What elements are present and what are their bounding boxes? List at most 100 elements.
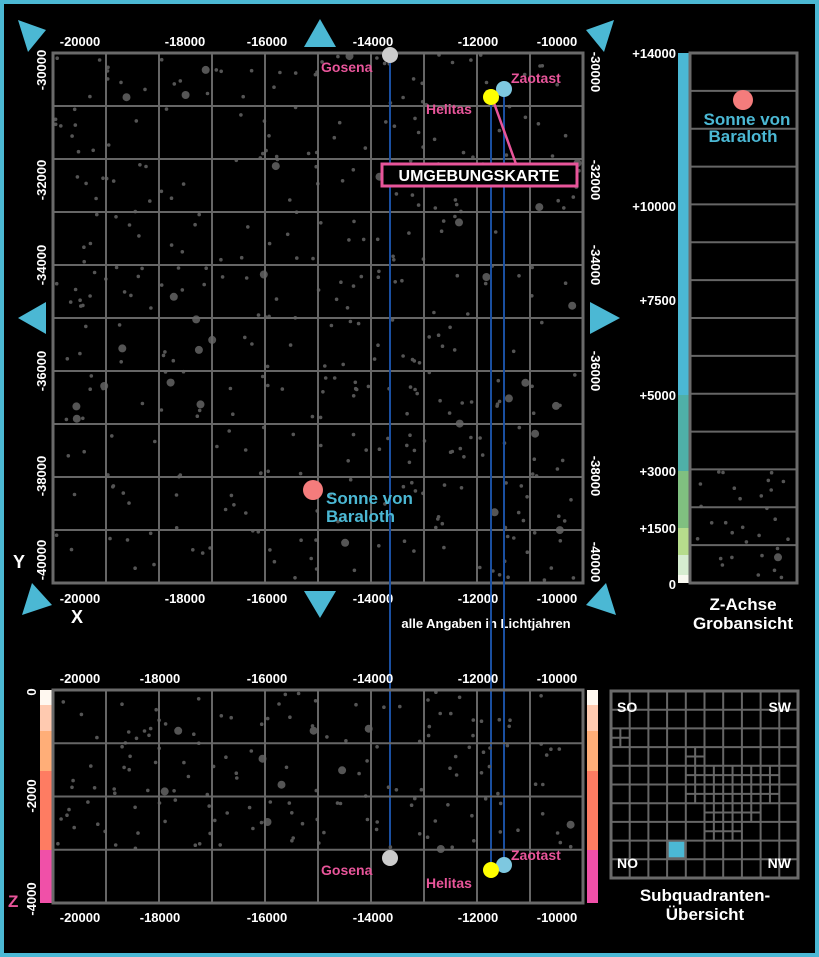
x-tick: -12000: [458, 910, 498, 925]
star: [161, 353, 166, 358]
star: [453, 214, 457, 219]
sun-marker[interactable]: [303, 480, 323, 500]
star: [345, 306, 350, 310]
star: [174, 526, 179, 530]
star: [290, 811, 294, 815]
star: [67, 807, 71, 812]
star: [143, 87, 147, 92]
star: [507, 724, 512, 729]
star: [287, 801, 292, 805]
star: [487, 764, 492, 769]
z-overview-frame[interactable]: [688, 51, 799, 585]
star: [59, 817, 63, 821]
star: [343, 515, 347, 520]
nav-arrow-left-icon[interactable]: [18, 302, 46, 334]
gosena-marker[interactable]: [382, 47, 398, 63]
star: [266, 383, 270, 388]
star: [314, 538, 318, 542]
z-sun-label-line1: Sonne von: [704, 110, 791, 129]
star: [497, 573, 502, 577]
star: [365, 817, 370, 822]
star: [375, 56, 379, 60]
star: [351, 284, 356, 288]
side-zaotast-marker[interactable]: [496, 857, 512, 873]
nav-arrow-up-icon[interactable]: [304, 19, 336, 47]
star: [352, 568, 357, 573]
star: [133, 805, 137, 810]
star: [280, 387, 285, 391]
y-tick: -32000: [34, 160, 49, 200]
side-view-stars: [56, 690, 575, 853]
star: [174, 493, 179, 497]
z-tick: +3000: [639, 464, 676, 479]
star: [159, 57, 164, 62]
star: [496, 791, 500, 796]
star: [351, 394, 356, 398]
star: [455, 218, 463, 227]
helitas-marker[interactable]: [483, 89, 499, 105]
star: [721, 470, 725, 475]
star: [267, 134, 271, 138]
nav-arrow-up-left-icon[interactable]: [18, 20, 46, 52]
star: [278, 70, 282, 75]
nav-arrow-down-icon[interactable]: [304, 591, 336, 618]
star: [461, 150, 466, 155]
star: [140, 266, 144, 271]
star: [72, 825, 76, 830]
star: [359, 274, 364, 279]
map-title: UMGEBUNGSKARTE: [399, 168, 560, 185]
star: [134, 736, 139, 741]
star: [552, 401, 560, 410]
star: [410, 193, 415, 197]
nav-arrow-down-left-icon[interactable]: [22, 583, 52, 615]
star: [121, 491, 126, 495]
star: [531, 411, 536, 416]
star: [341, 362, 346, 367]
star: [439, 229, 444, 233]
star: [516, 510, 521, 515]
x-tick: -18000: [165, 34, 205, 49]
current-subquadrant[interactable]: [667, 840, 686, 859]
star: [775, 546, 780, 551]
star: [497, 399, 502, 404]
side-view-frame[interactable]: [51, 688, 585, 905]
nav-arrow-right-icon[interactable]: [590, 302, 620, 334]
nav-arrow-up-right-icon[interactable]: [586, 20, 614, 52]
star: [197, 408, 202, 413]
x-tick: -10000: [537, 910, 577, 925]
subquadrant-frame[interactable]: [609, 689, 800, 880]
side-helitas-marker[interactable]: [483, 862, 499, 878]
star: [97, 58, 102, 62]
star: [153, 439, 157, 444]
star: [133, 566, 137, 570]
star: [283, 692, 288, 697]
z-tick: -2000: [24, 779, 39, 812]
main-map-frame[interactable]: [51, 51, 585, 585]
star: [484, 80, 489, 85]
star: [76, 149, 81, 154]
star: [459, 486, 464, 490]
star: [296, 691, 301, 696]
star: [136, 274, 141, 279]
star: [127, 501, 131, 505]
star: [163, 819, 167, 824]
star: [142, 729, 147, 733]
side-x-ticks-bottom: -20000 -18000 -16000 -14000 -12000 -1000…: [60, 910, 577, 925]
star: [433, 206, 438, 210]
star: [291, 432, 296, 437]
side-gosena-marker[interactable]: [382, 850, 398, 866]
nav-arrow-down-right-icon[interactable]: [586, 583, 616, 615]
star: [265, 716, 270, 721]
star: [410, 480, 414, 485]
star: [193, 843, 198, 847]
star: [241, 94, 245, 99]
star: [235, 776, 239, 780]
zaotast-marker[interactable]: [496, 81, 512, 97]
star: [136, 831, 140, 835]
z-sun-marker[interactable]: [733, 90, 753, 110]
star: [323, 376, 328, 380]
star: [531, 429, 540, 438]
star: [265, 364, 270, 369]
star: [419, 787, 424, 792]
